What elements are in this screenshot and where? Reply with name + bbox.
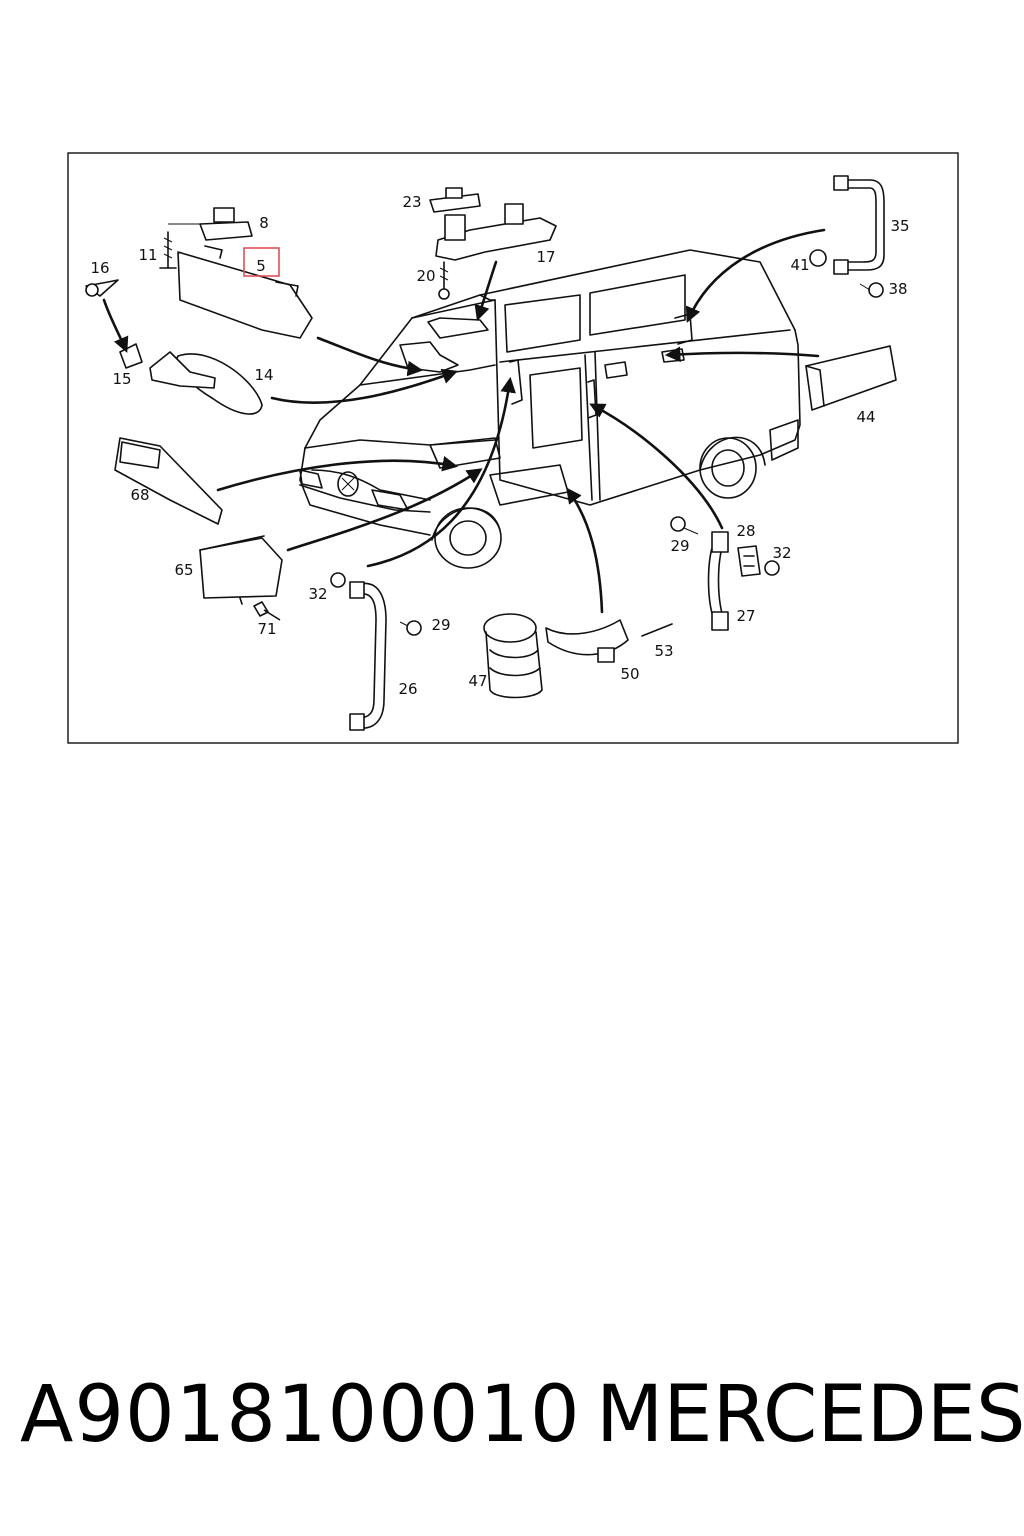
grab-handle-35 (833, 175, 885, 275)
callout-14: 14 (254, 366, 273, 384)
callout-5: 5 (256, 257, 266, 275)
air-duct-part (114, 437, 223, 525)
callout-8: 8 (259, 214, 269, 232)
highlight-box (243, 247, 280, 277)
callout-28: 28 (736, 522, 755, 540)
interior-mirror-part (149, 351, 263, 415)
parts-diagram: 5 8 11 14 15 16 17 20 23 26 27 28 29 29 … (67, 152, 959, 744)
screw-29-right (670, 516, 699, 535)
callout-20: 20 (416, 267, 435, 285)
screw-38 (859, 282, 884, 298)
callout-35: 35 (890, 217, 909, 235)
callout-50: 50 (620, 665, 639, 683)
callout-11: 11 (138, 246, 157, 264)
callout-29-right: 29 (670, 537, 689, 555)
callout-53: 53 (654, 642, 673, 660)
fastener-71 (253, 601, 281, 621)
overhead-console-part (429, 187, 557, 300)
leader-arrows (102, 228, 826, 614)
cap-32-right (764, 560, 780, 576)
cap-41 (809, 249, 827, 267)
part-16 (85, 279, 119, 297)
screw-11-part (159, 223, 200, 269)
pin-53 (641, 623, 673, 637)
callout-labels: 5 8 11 14 15 16 17 20 23 26 27 28 29 29 … (90, 193, 909, 698)
part-number: A9018100010 (20, 1370, 581, 1460)
callout-32-left: 32 (308, 585, 327, 603)
callout-23: 23 (402, 193, 421, 211)
sun-visor-part (177, 245, 313, 339)
strap-50 (545, 619, 629, 663)
grab-handle-27 (707, 531, 729, 631)
callout-29-lower: 29 (431, 616, 450, 634)
callout-26: 26 (398, 680, 417, 698)
storage-tray-part (199, 535, 283, 605)
callout-38: 38 (888, 280, 907, 298)
callout-44: 44 (856, 408, 875, 426)
callout-41: 41 (790, 256, 809, 274)
callout-32-right: 32 (772, 544, 791, 562)
callout-47: 47 (468, 672, 487, 690)
brand-name: MERCEDES (596, 1370, 1024, 1460)
bellows-47 (483, 613, 543, 699)
diagram-frame (67, 152, 959, 744)
callout-27: 27 (736, 607, 755, 625)
panel-44 (805, 345, 897, 411)
cap-32-left (330, 572, 346, 588)
callout-16: 16 (90, 259, 109, 277)
grab-handle-26 (349, 581, 387, 731)
screw-29-lower (399, 620, 422, 636)
visor-clip-part (199, 207, 253, 241)
bracket-28 (737, 545, 761, 577)
callout-68: 68 (130, 486, 149, 504)
callout-65: 65 (174, 561, 193, 579)
callout-17: 17 (536, 248, 555, 266)
callout-15: 15 (112, 370, 131, 388)
callout-71: 71 (257, 620, 276, 638)
